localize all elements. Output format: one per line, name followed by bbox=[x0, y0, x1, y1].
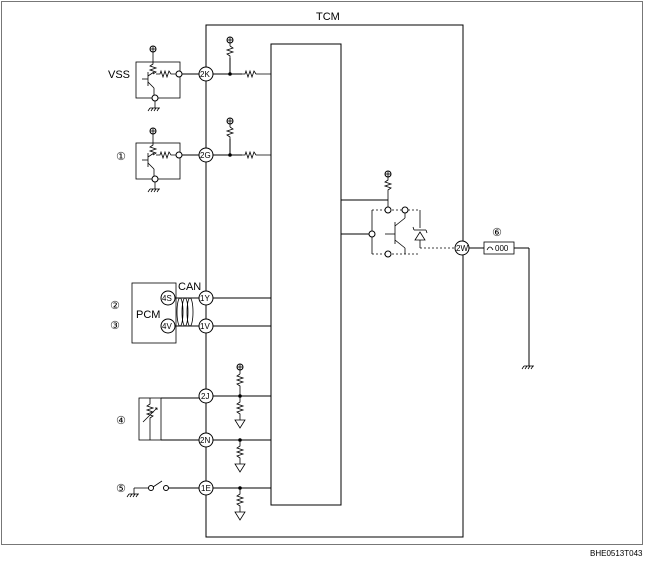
sensor-1-label: ① bbox=[116, 151, 126, 163]
tcm-title: TCM bbox=[316, 11, 340, 23]
pin-1v-label: 1V bbox=[200, 322, 210, 331]
sensor-4: ④ bbox=[116, 397, 162, 441]
label-4: ④ bbox=[116, 415, 126, 427]
vss-sensor: VSS bbox=[108, 45, 183, 112]
outer-frame bbox=[1, 1, 643, 545]
fuse-label: 000 bbox=[495, 244, 509, 253]
pin-2g-label: 2G bbox=[200, 151, 211, 160]
label-2: ② bbox=[110, 300, 120, 312]
figure-code: BHE0513T043 bbox=[590, 549, 643, 558]
pcm-label: PCM bbox=[136, 309, 160, 321]
pin-2w-label: 2W bbox=[456, 244, 468, 253]
tcm-logic-block bbox=[270, 43, 342, 506]
can-label: CAN bbox=[178, 281, 201, 293]
can-twisted-pair bbox=[175, 297, 199, 327]
pcm-module: PCM 4S 4V ② ③ bbox=[110, 282, 177, 344]
pin-2n-label: 2N bbox=[200, 436, 210, 445]
pin-1e-label: 1E bbox=[201, 484, 211, 493]
vss-label: VSS bbox=[108, 69, 130, 81]
label-6: ⑥ bbox=[492, 227, 502, 239]
switch-5: ⑤ bbox=[116, 480, 169, 498]
pin-2k-label: 2K bbox=[200, 70, 210, 79]
pin-4s-label: 4S bbox=[162, 294, 172, 303]
label-3: ③ bbox=[110, 320, 120, 332]
pin-1y-label: 1Y bbox=[200, 294, 210, 303]
pin-4v-label: 4V bbox=[162, 322, 172, 331]
solenoid-6: ⑥ 000 bbox=[483, 227, 534, 370]
tcm-box bbox=[205, 24, 464, 538]
label-5: ⑤ bbox=[116, 483, 126, 495]
pin-2j-label: 2J bbox=[201, 392, 209, 401]
output-driver bbox=[341, 170, 455, 258]
sensor-1: ① bbox=[116, 127, 183, 193]
